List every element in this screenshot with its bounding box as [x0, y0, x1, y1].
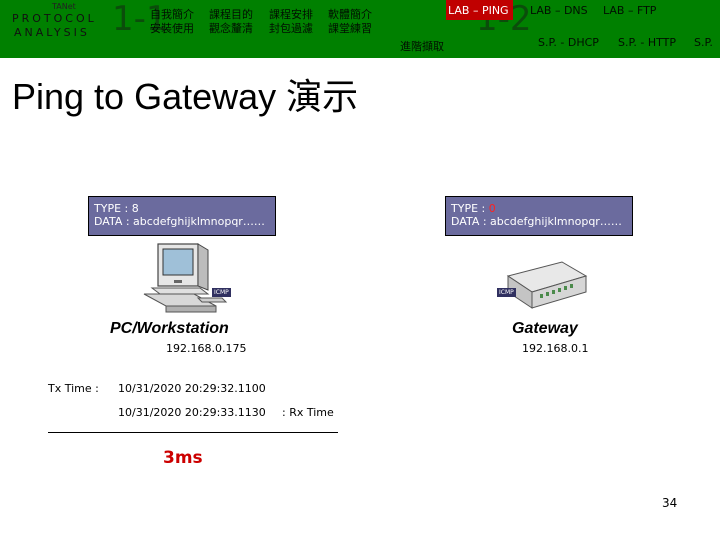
gateway-icmp-label: ICMP: [497, 288, 516, 297]
menu-concepts[interactable]: 觀念釐清: [209, 22, 253, 35]
request-packet-box: TYPE : 8 DATA : abcdefghijklmnopqr……: [88, 196, 276, 236]
menu-class-exercise[interactable]: 課堂練習: [328, 22, 372, 35]
gateway-router-icon: [506, 261, 588, 309]
page-number: 34: [662, 496, 678, 510]
rx-time-value: 10/31/2020 20:29:33.1130: [118, 406, 266, 419]
subtraction-rule: [48, 432, 338, 433]
slide-content: Ping to Gateway 演示 TYPE : 8 DATA : abcde…: [0, 58, 720, 540]
gateway-ip-address: 192.168.0.1: [522, 342, 589, 355]
menu-course-schedule[interactable]: 課程安排: [269, 8, 313, 21]
rx-time-label: : Rx Time: [282, 406, 334, 419]
menu-software-intro[interactable]: 軟體簡介: [328, 8, 372, 21]
tab-sp-http[interactable]: S.P. - HTTP: [618, 36, 677, 49]
pc-name: PC/Workstation: [110, 320, 229, 337]
top-navigation-bar: TANet PROTOCOL ANALYSIS 1-1 自我簡介 課程目的 課程…: [0, 0, 720, 58]
brand-logo: TANet PROTOCOL ANALYSIS: [8, 2, 98, 39]
request-data: DATA : abcdefghijklmnopqr……: [94, 215, 265, 228]
tab-lab-dns[interactable]: LAB – DNS: [530, 4, 588, 17]
menu-packet-filter[interactable]: 封包過濾: [269, 22, 313, 35]
menu-install-use[interactable]: 安裝使用: [150, 22, 194, 35]
tx-time-label: Tx Time :: [48, 382, 99, 395]
pc-ip-address: 192.168.0.175: [166, 342, 247, 355]
active-tab-highlight: [446, 0, 513, 20]
slide-title-cjk: 演示: [286, 77, 359, 118]
pc-icmp-label: ICMP: [212, 288, 231, 297]
brand-line-2: ANALYSIS: [14, 26, 90, 39]
tx-time-value: 10/31/2020 20:29:32.1100: [118, 382, 266, 395]
reply-packet-box: TYPE : 0 DATA : abcdefghijklmnopqr……: [445, 196, 633, 236]
reply-type-value: 0: [488, 202, 496, 215]
tab-sp-more[interactable]: S.P.: [694, 36, 713, 49]
tab-lab-ftp[interactable]: LAB – FTP: [603, 4, 657, 17]
menu-course-purpose[interactable]: 課程目的: [209, 8, 253, 21]
reply-type-prefix: TYPE :: [451, 202, 489, 215]
reply-type: TYPE : 0: [451, 202, 627, 215]
slide-title: Ping to Gateway 演示: [12, 68, 358, 120]
brand-line-1: PROTOCOL: [12, 12, 97, 25]
tab-lab-ping[interactable]: LAB – PING: [448, 4, 509, 17]
tab-sp-dhcp[interactable]: S.P. - DHCP: [538, 36, 599, 49]
menu-advanced-capture[interactable]: 進階擷取: [400, 40, 444, 53]
brand-tag: TANet: [52, 2, 76, 11]
menu-self-intro[interactable]: 自我簡介: [150, 8, 194, 21]
reply-data: DATA : abcdefghijklmnopqr……: [451, 215, 622, 228]
section-number-1: 1-1: [112, 0, 168, 39]
round-trip-time: 3ms: [163, 448, 203, 468]
gateway-name: Gateway: [512, 320, 578, 337]
request-type: TYPE : 8: [94, 202, 139, 215]
slide-title-text: Ping to Gateway: [12, 76, 277, 117]
computer-workstation-icon: [143, 243, 228, 313]
